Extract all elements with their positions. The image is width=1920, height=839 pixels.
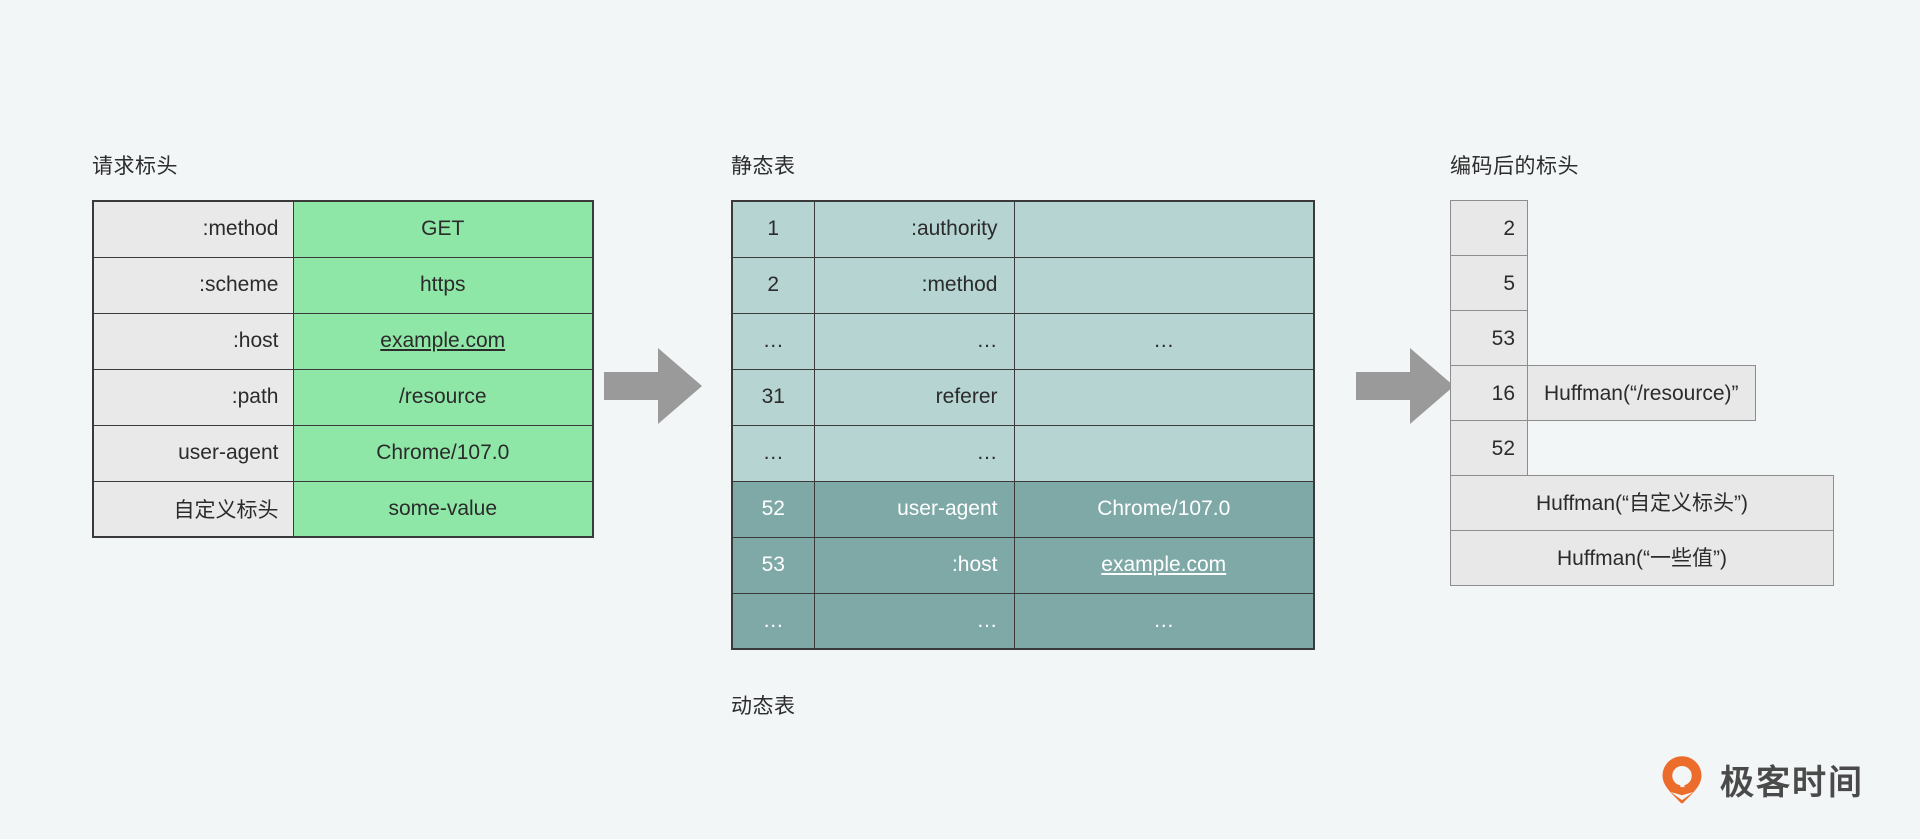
hpack-value-cell: example.com (1013, 536, 1315, 594)
request-headers-body: :method GET :scheme https :host example.com :p… (92, 200, 594, 538)
request-header-row: :path/resource (92, 368, 594, 426)
hpack-index-cell: 1 (731, 200, 815, 258)
encoded-header-row: 2 (1450, 200, 1834, 256)
hpack-index-cell: … (731, 592, 815, 650)
hpack-index-cell: 31 (731, 368, 815, 426)
hpack-name-cell: … (813, 592, 1015, 650)
encoded-header-index: 2 (1450, 200, 1528, 256)
encoded-header-index: 52 (1450, 420, 1528, 476)
request-header-value-text: some-value (388, 496, 498, 520)
encoded-header-row: 53 (1450, 310, 1834, 366)
request-header-value: https (292, 256, 594, 314)
request-header-value: some-value (292, 480, 594, 538)
encoded-headers-label: 编码后的标头 (1450, 155, 1579, 178)
request-header-row: 自定义标头 some-value (92, 480, 594, 538)
arrow-right-icon-2 (1356, 348, 1454, 424)
static-table-row: …… (731, 424, 1315, 482)
hpack-name-cell: :authority (813, 200, 1015, 258)
request-headers-label: 请求标头 (92, 155, 178, 178)
hpack-index-cell: … (731, 424, 815, 482)
hpack-value-cell: Chrome/107.0 (1013, 480, 1315, 538)
encoded-header-value: Huffman(“/resource)” (1528, 365, 1756, 421)
hpack-value-cell: … (1013, 312, 1315, 370)
encoded-header-value (1528, 200, 1834, 256)
request-header-value-text: example.com (380, 329, 506, 352)
hpack-value-cell (1013, 368, 1315, 426)
dynamic-table-row: ……… (731, 592, 1315, 650)
request-header-row: :method GET (92, 200, 594, 258)
hpack-value-cell (1013, 424, 1315, 482)
hpack-index-cell: 52 (731, 480, 815, 538)
request-header-row: :host example.com (92, 312, 594, 370)
hpack-index-cell: 2 (731, 256, 815, 314)
hpack-value-cell (1013, 256, 1315, 314)
hpack-value-cell: … (1013, 592, 1315, 650)
request-header-value-text: Chrome/107.0 (376, 441, 510, 464)
request-headers-table: :method GET :scheme https :host example.com :p… (92, 200, 594, 538)
brand-logo: 极客时间 (1656, 753, 1864, 805)
encoded-header-row: 52 (1450, 420, 1834, 476)
request-header-value-text: GET (421, 217, 465, 241)
static-table-label: 静态表 (731, 155, 796, 178)
request-header-value: GET (292, 200, 594, 258)
encoded-header-index: 53 (1450, 310, 1528, 366)
hpack-name-cell: referer (813, 368, 1015, 426)
request-header-key: :host (92, 312, 294, 370)
static-table-row: ……… (731, 312, 1315, 370)
hpack-name-cell: :host (813, 536, 1015, 594)
static-table-row: 1:authority (731, 200, 1315, 258)
hpack-name-cell: :method (813, 256, 1015, 314)
arrow-right-icon-1 (604, 348, 702, 424)
dynamic-table-label: 动态表 (731, 695, 796, 718)
request-header-row: user-agent Chrome/107.0 (92, 424, 594, 482)
hpack-index-cell: … (731, 312, 815, 370)
request-header-value: /resource (292, 368, 594, 426)
hpack-value-cell (1013, 200, 1315, 258)
dynamic-table-row: 53:host example.com (731, 536, 1315, 594)
hpack-name-cell: … (813, 424, 1015, 482)
hpack-index-cell: 53 (731, 536, 815, 594)
request-header-value-text: https (419, 273, 466, 296)
request-header-key: :scheme (92, 256, 294, 314)
request-header-value: example.com (292, 312, 594, 370)
request-header-key: :method (92, 200, 294, 258)
request-header-value: Chrome/107.0 (292, 424, 594, 482)
location-pin-icon (1662, 756, 1702, 804)
request-header-key: :path (92, 368, 294, 426)
hpack-name-cell: … (813, 312, 1015, 370)
encoded-header-literal-row: Huffman(“一些值”) (1450, 530, 1834, 586)
request-header-key: 自定义标头 (92, 480, 294, 538)
request-header-value-text: /resource (398, 385, 487, 408)
encoded-header-index: 5 (1450, 255, 1528, 311)
encoded-header-index: 16 (1450, 365, 1528, 421)
hpack-value-text: example.com (1101, 553, 1227, 576)
encoded-header-value (1528, 255, 1834, 311)
hpack-name-cell: user-agent (813, 480, 1015, 538)
brand-wordmark: 极客时间 (1720, 762, 1864, 803)
encoded-header-literal-row: Huffman(“自定义标头”) (1450, 475, 1834, 531)
request-header-row: :scheme https (92, 256, 594, 314)
encoded-header-value (1528, 420, 1834, 476)
encoded-header-value (1528, 310, 1834, 366)
static-table-row: 2:method (731, 256, 1315, 314)
request-header-key: user-agent (92, 424, 294, 482)
encoded-header-row: 5 (1450, 255, 1834, 311)
